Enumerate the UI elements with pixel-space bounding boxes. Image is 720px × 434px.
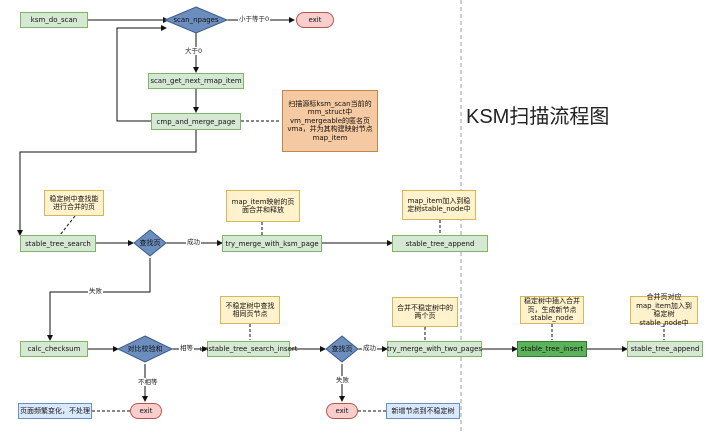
- node-scan-npages: scan_npages: [173, 16, 219, 24]
- node-unstable-tree-search-insert: unstable_tree_search_insert: [199, 341, 298, 357]
- note-new-unstable-node: 新增节点到不稳定树: [386, 403, 460, 419]
- node-try-merge-with-ksm-page: try_merge_with_ksm_page: [222, 235, 322, 252]
- note-map-item-append: map_item加入到稳定树stable_node中: [402, 190, 476, 220]
- edge-label-lte-zero: 小于等于0: [238, 15, 271, 23]
- edge-label-gt-zero: 大于0: [184, 47, 204, 55]
- note-map-item-merge: map_item映射的页面合并和释放: [226, 190, 300, 222]
- note-stable-search: 稳定树中查找能进行合并的页: [44, 190, 104, 216]
- node-find-page-2: 查找页: [331, 345, 353, 353]
- note-scan-description: 扫描源标ksm_scan当前的mm_struct中vm_mergeable的匿名…: [282, 90, 378, 152]
- node-exit-mid: exit: [326, 403, 358, 419]
- edge-label-equal: 相等: [179, 344, 194, 352]
- node-exit-top: exit: [296, 12, 334, 28]
- edge-label-fail-2: 失败: [335, 376, 350, 384]
- note-unstable-search: 不稳定树中查找相同页节点: [220, 296, 280, 324]
- note-page-change: 页面频繁变化，不处理: [18, 403, 92, 419]
- node-compare-checksum: 对比校验和: [127, 345, 163, 353]
- note-merge-unstable: 合并不稳定树中的两个页: [392, 297, 458, 327]
- node-find-page-1: 查找页: [139, 239, 161, 247]
- node-cmp-and-merge-page: cmp_and_merge_page: [151, 113, 241, 130]
- node-stable-tree-insert: stable_tree_insert: [517, 341, 587, 357]
- edge-label-not-equal: 不相等: [137, 378, 159, 386]
- node-scan-get-next-rmap-item: scan_get_next_rmap_item: [148, 73, 244, 89]
- node-stable-tree-search: stable_tree_search: [20, 235, 96, 252]
- node-ksm-do-scan: ksm_do_scan: [20, 12, 88, 28]
- edge-label-fail-1: 失败: [88, 287, 103, 295]
- note-merged-append: 合并页对应map_item加入到稳定树stable_node中: [630, 293, 698, 327]
- edge-label-success-2: 成功: [362, 344, 377, 352]
- node-exit-left: exit: [130, 403, 162, 419]
- node-stable-tree-append: stable_tree_append: [392, 235, 488, 252]
- node-stable-tree-append-2: stable_tree_append: [627, 341, 703, 357]
- node-calc-checksum: calc_checksum: [20, 341, 88, 357]
- node-try-merge-with-two-pages: try_merge_with_two_pages: [387, 341, 482, 357]
- note-stable-insert: 稳定树中插入合并页，生成新节点stable_node: [520, 296, 584, 324]
- edge-label-success-1: 成功: [186, 238, 201, 246]
- diagram-title: KSM扫描流程图: [466, 106, 610, 128]
